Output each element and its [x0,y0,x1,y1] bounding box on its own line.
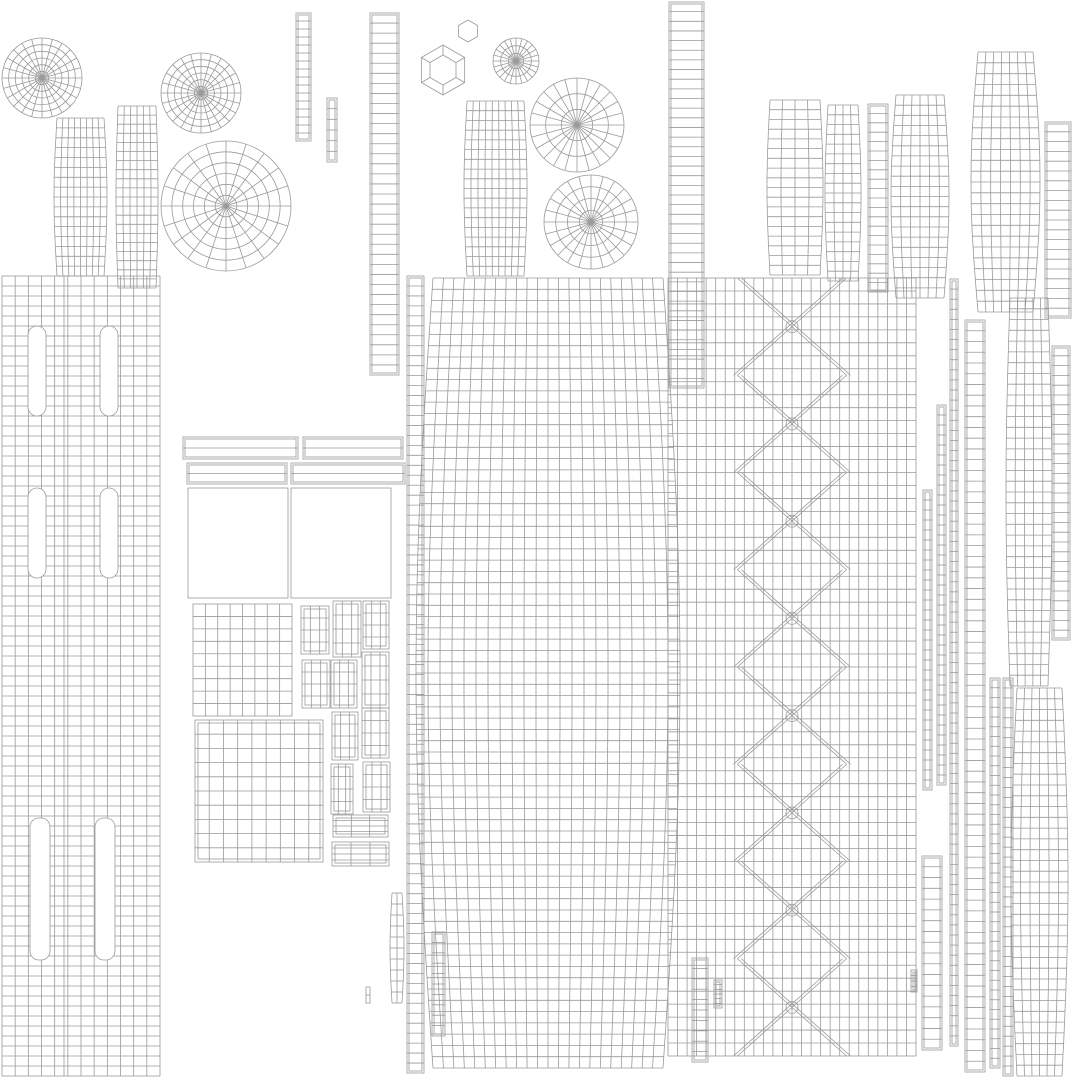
box-small-4 [301,659,331,709]
strip-top-5 [867,103,889,293]
left-panel-strip [1,275,161,1077]
strip-right-j [1010,687,1069,1077]
box-small-12 [331,841,390,867]
box-small-2 [332,600,362,658]
disc-d [492,37,540,85]
tiny-shard [389,892,405,1004]
bar-2 [302,436,404,460]
box-small-8 [361,707,390,759]
strip-top-6 [1044,121,1072,319]
upper-cylinder-mid [463,100,528,277]
box-small-9 [330,763,354,815]
box-grid-a [192,603,293,717]
strip-curved-2 [824,104,862,282]
strip-top-2 [326,97,338,163]
bar-3 [186,462,288,485]
disc-f [543,174,639,270]
strip-right-i [1005,297,1053,687]
strip-right-g [1002,677,1014,1077]
strip-right-h [1051,345,1071,641]
strip-right-f [989,677,1001,1069]
tiny-b [713,979,723,1009]
box-small-11 [332,814,389,838]
box-small-1 [300,605,330,655]
box-grid-b [194,719,324,863]
hexagon-large [420,44,466,96]
upper-cylinder-right [115,105,159,289]
disc-b [160,52,242,134]
strip-right-a [922,489,933,791]
box-cluster [187,487,289,599]
lattice-back-panel [667,277,917,1057]
strip-curved-1 [766,99,824,276]
strip-mid-b [691,957,709,1063]
box-small-3 [362,600,390,650]
disc-c [160,140,292,272]
disc-a [1,37,83,119]
box-small-7 [331,711,359,761]
box-small-5 [330,659,358,709]
strip-top-3 [369,12,400,376]
strip-curved-3 [890,94,950,299]
strip-top-4 [668,1,705,389]
upper-cylinder-left [53,117,108,277]
strip-right-b [936,404,947,786]
disc-e [529,77,625,173]
strip-right-e [921,855,943,1051]
strip-right-c [949,278,959,1047]
box-cluster-2 [290,487,392,599]
tiny-c [910,969,918,993]
hexagon-small [458,19,478,43]
bar-1 [182,436,299,460]
strip-curved-4 [970,51,1041,313]
strip-top-1 [295,12,312,142]
tiny-a [365,986,371,1004]
box-small-10 [362,761,391,813]
strip-right-d [964,319,986,1073]
bar-4 [290,462,406,485]
vertical-strips [406,275,425,1074]
center-front-panel [415,277,681,1069]
box-small-6 [361,651,390,709]
